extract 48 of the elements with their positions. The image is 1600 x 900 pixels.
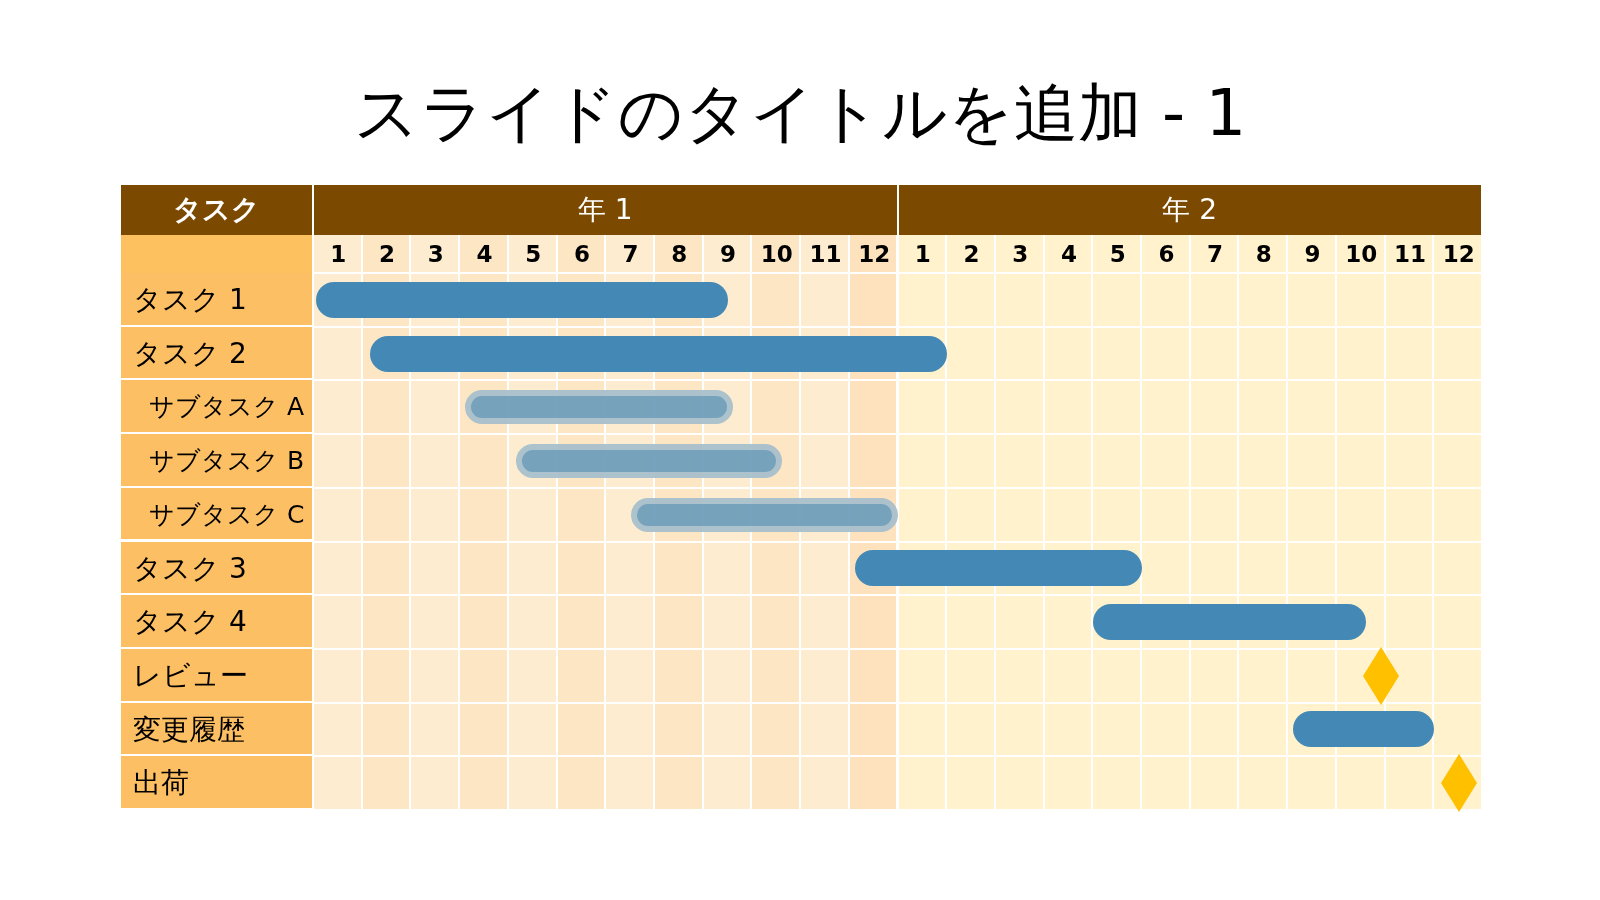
row-label: タスク 2 [121,326,314,381]
task-bar [370,335,948,372]
month-label: 8 [1254,240,1273,269]
subtask-bar [465,390,733,425]
month-label: 7 [621,240,640,269]
row-label: サブタスク A [121,380,314,435]
month-label: 11 [808,240,843,269]
month-label: 10 [1344,240,1379,269]
row-label: 出荷 [121,756,314,810]
month-label: 7 [1206,240,1225,269]
month-label: 9 [1303,240,1322,269]
row-label: タスク 4 [121,595,314,649]
row-label: タスク 3 [121,541,314,596]
subtask-bar [516,443,782,478]
month-label: 4 [1059,240,1078,269]
month-label: 1 [913,240,932,269]
row-label: レビュー [121,648,314,703]
row-label: タスク 1 [121,273,314,327]
month-label: 10 [759,240,794,269]
slide-title: スライドのタイトルを追加 - 1 [352,75,1248,152]
subtask-bar [630,497,899,532]
task-bar [316,281,728,318]
month-label: 1 [329,240,348,269]
month-label: 5 [1108,240,1127,269]
month-label: 3 [1011,240,1030,269]
column-header: タスク [121,185,314,235]
task-bar [1293,711,1435,748]
year-header: 年 1 [314,185,899,235]
milestone-diamond [1440,754,1477,813]
row-label: サブタスク C [121,487,314,542]
month-label: 12 [1441,240,1476,269]
month-label: 6 [572,240,591,269]
month-label: 9 [719,240,737,269]
month-label: 12 [857,240,892,269]
month-label: 2 [378,240,397,269]
month-label: 2 [962,240,981,269]
month-label: 11 [1392,240,1427,269]
month-label: 6 [1157,240,1176,269]
month-label: 4 [475,240,494,269]
row-label: サブタスク B [121,434,314,488]
row-label: 変更履歴 [121,702,314,757]
month-label: 3 [426,240,445,269]
month-label: 5 [524,240,543,269]
year-header: 年 2 [898,185,1483,235]
task-bar [854,550,1143,587]
task-bar [1093,604,1367,641]
milestone-diamond [1362,646,1399,705]
month-label: 8 [670,240,689,269]
